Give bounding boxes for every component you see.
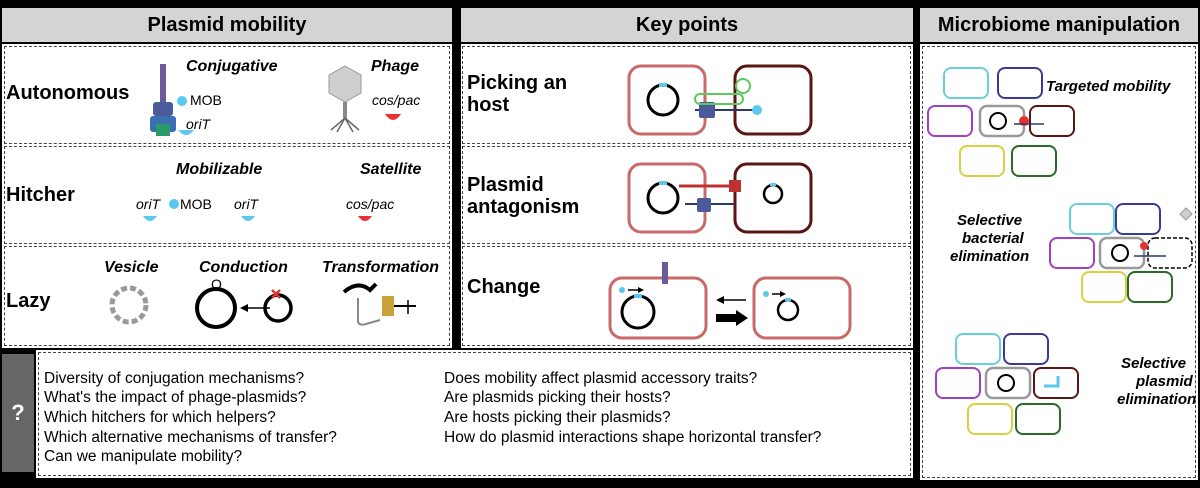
orit-label: oriT [186, 116, 211, 132]
antagonism-diagram [627, 162, 813, 234]
question-left-3: Which hitchers for which helpers? [44, 409, 276, 426]
autonomous-label: Autonomous [6, 82, 130, 104]
change-cell [462, 246, 911, 346]
satellite-label: Satellite [360, 161, 422, 178]
selective-plasmid-diagram [935, 333, 1079, 435]
selective-bacterial-label-2: bacterial [962, 230, 1024, 247]
conduction-label: Conduction [199, 259, 288, 276]
hitcher-orit-icon-2 [241, 216, 255, 221]
cospac-label: cos/pac [372, 92, 421, 108]
picking-host-cell [462, 46, 911, 144]
selective-plasmid-label-1: Selective [1121, 355, 1187, 372]
question-left-2: What's the impact of phage-plasmids? [44, 389, 307, 406]
selective-plasmid-label-3: elimination [1117, 391, 1197, 408]
questions-cell [38, 352, 911, 476]
lazy-label: Lazy [6, 290, 51, 312]
hitcher-label: Hitcher [6, 184, 75, 206]
change-label: Change [467, 276, 541, 298]
conjugative-label: Conjugative [186, 58, 278, 75]
header-plasmid-mobility: Plasmid mobility [2, 8, 452, 42]
mob-dot-icon [177, 96, 187, 106]
cospac-feature-icon [385, 114, 401, 120]
question-left-4: Which alternative mechanisms of transfer… [44, 429, 337, 446]
targeted-mobility-label: Targeted mobility [1046, 78, 1171, 95]
lazy-cell [4, 246, 450, 346]
orit-feature-icon [178, 130, 194, 135]
selective-bacterial-label-3: elimination [950, 248, 1030, 265]
picking-host-diagram [627, 64, 813, 136]
mobilizable-label: Mobilizable [176, 161, 263, 178]
hitcher-orit-label-1: oriT [136, 196, 161, 212]
autonomous-cell [4, 46, 450, 144]
transformation-icon [342, 282, 416, 326]
picking-host-label-1: Picking an [467, 72, 568, 94]
hitcher-orit-icon-1 [143, 216, 157, 221]
phage-icon [328, 65, 362, 133]
conjugation-machinery-icon [150, 64, 176, 136]
question-mark-box: ? [2, 354, 34, 472]
picking-host-label-2: host [467, 94, 510, 116]
header-microbiome: Microbiome manipulation [920, 8, 1198, 42]
conduction-o-mark: O [211, 276, 222, 292]
question-left-1: Diversity of conjugation mechanisms? [44, 370, 305, 387]
hitcher-mob-label: MOB [180, 196, 212, 212]
antagonism-label-1: Plasmid [467, 174, 544, 196]
hitcher-orit-label-2: oriT [234, 196, 259, 212]
question-right-1: Does mobility affect plasmid accessory t… [444, 370, 758, 387]
header-key-points: Key points [461, 8, 913, 42]
selective-bacterial-label-1: Selective [957, 212, 1023, 229]
vesicle-icon [109, 285, 149, 325]
question-left-5: Can we manipulate mobility? [44, 448, 243, 465]
vesicle-label: Vesicle [104, 259, 159, 276]
selective-bacterial-diagram [1049, 203, 1193, 303]
hitcher-mob-dot-icon [169, 199, 179, 209]
transformation-label: Transformation [322, 259, 440, 276]
hitcher-cospac-label: cos/pac [346, 196, 395, 212]
mob-label: MOB [190, 92, 222, 108]
antagonism-cell [462, 146, 911, 244]
question-right-4: How do plasmid interactions shape horizo… [444, 429, 822, 446]
hitcher-cospac-icon [358, 216, 372, 221]
antagonism-label-2: antagonism [467, 196, 580, 218]
question-right-2: Are plasmids picking their hosts? [444, 389, 671, 406]
question-right-3: Are hosts picking their plasmids? [444, 409, 671, 426]
conduction-diagram-icon [195, 287, 293, 329]
hitcher-cell [4, 146, 450, 244]
change-diagram [608, 262, 852, 340]
targeted-mobility-diagram [927, 67, 1075, 177]
selective-plasmid-label-2: plasmid [1136, 373, 1193, 390]
phage-label: Phage [371, 58, 420, 75]
